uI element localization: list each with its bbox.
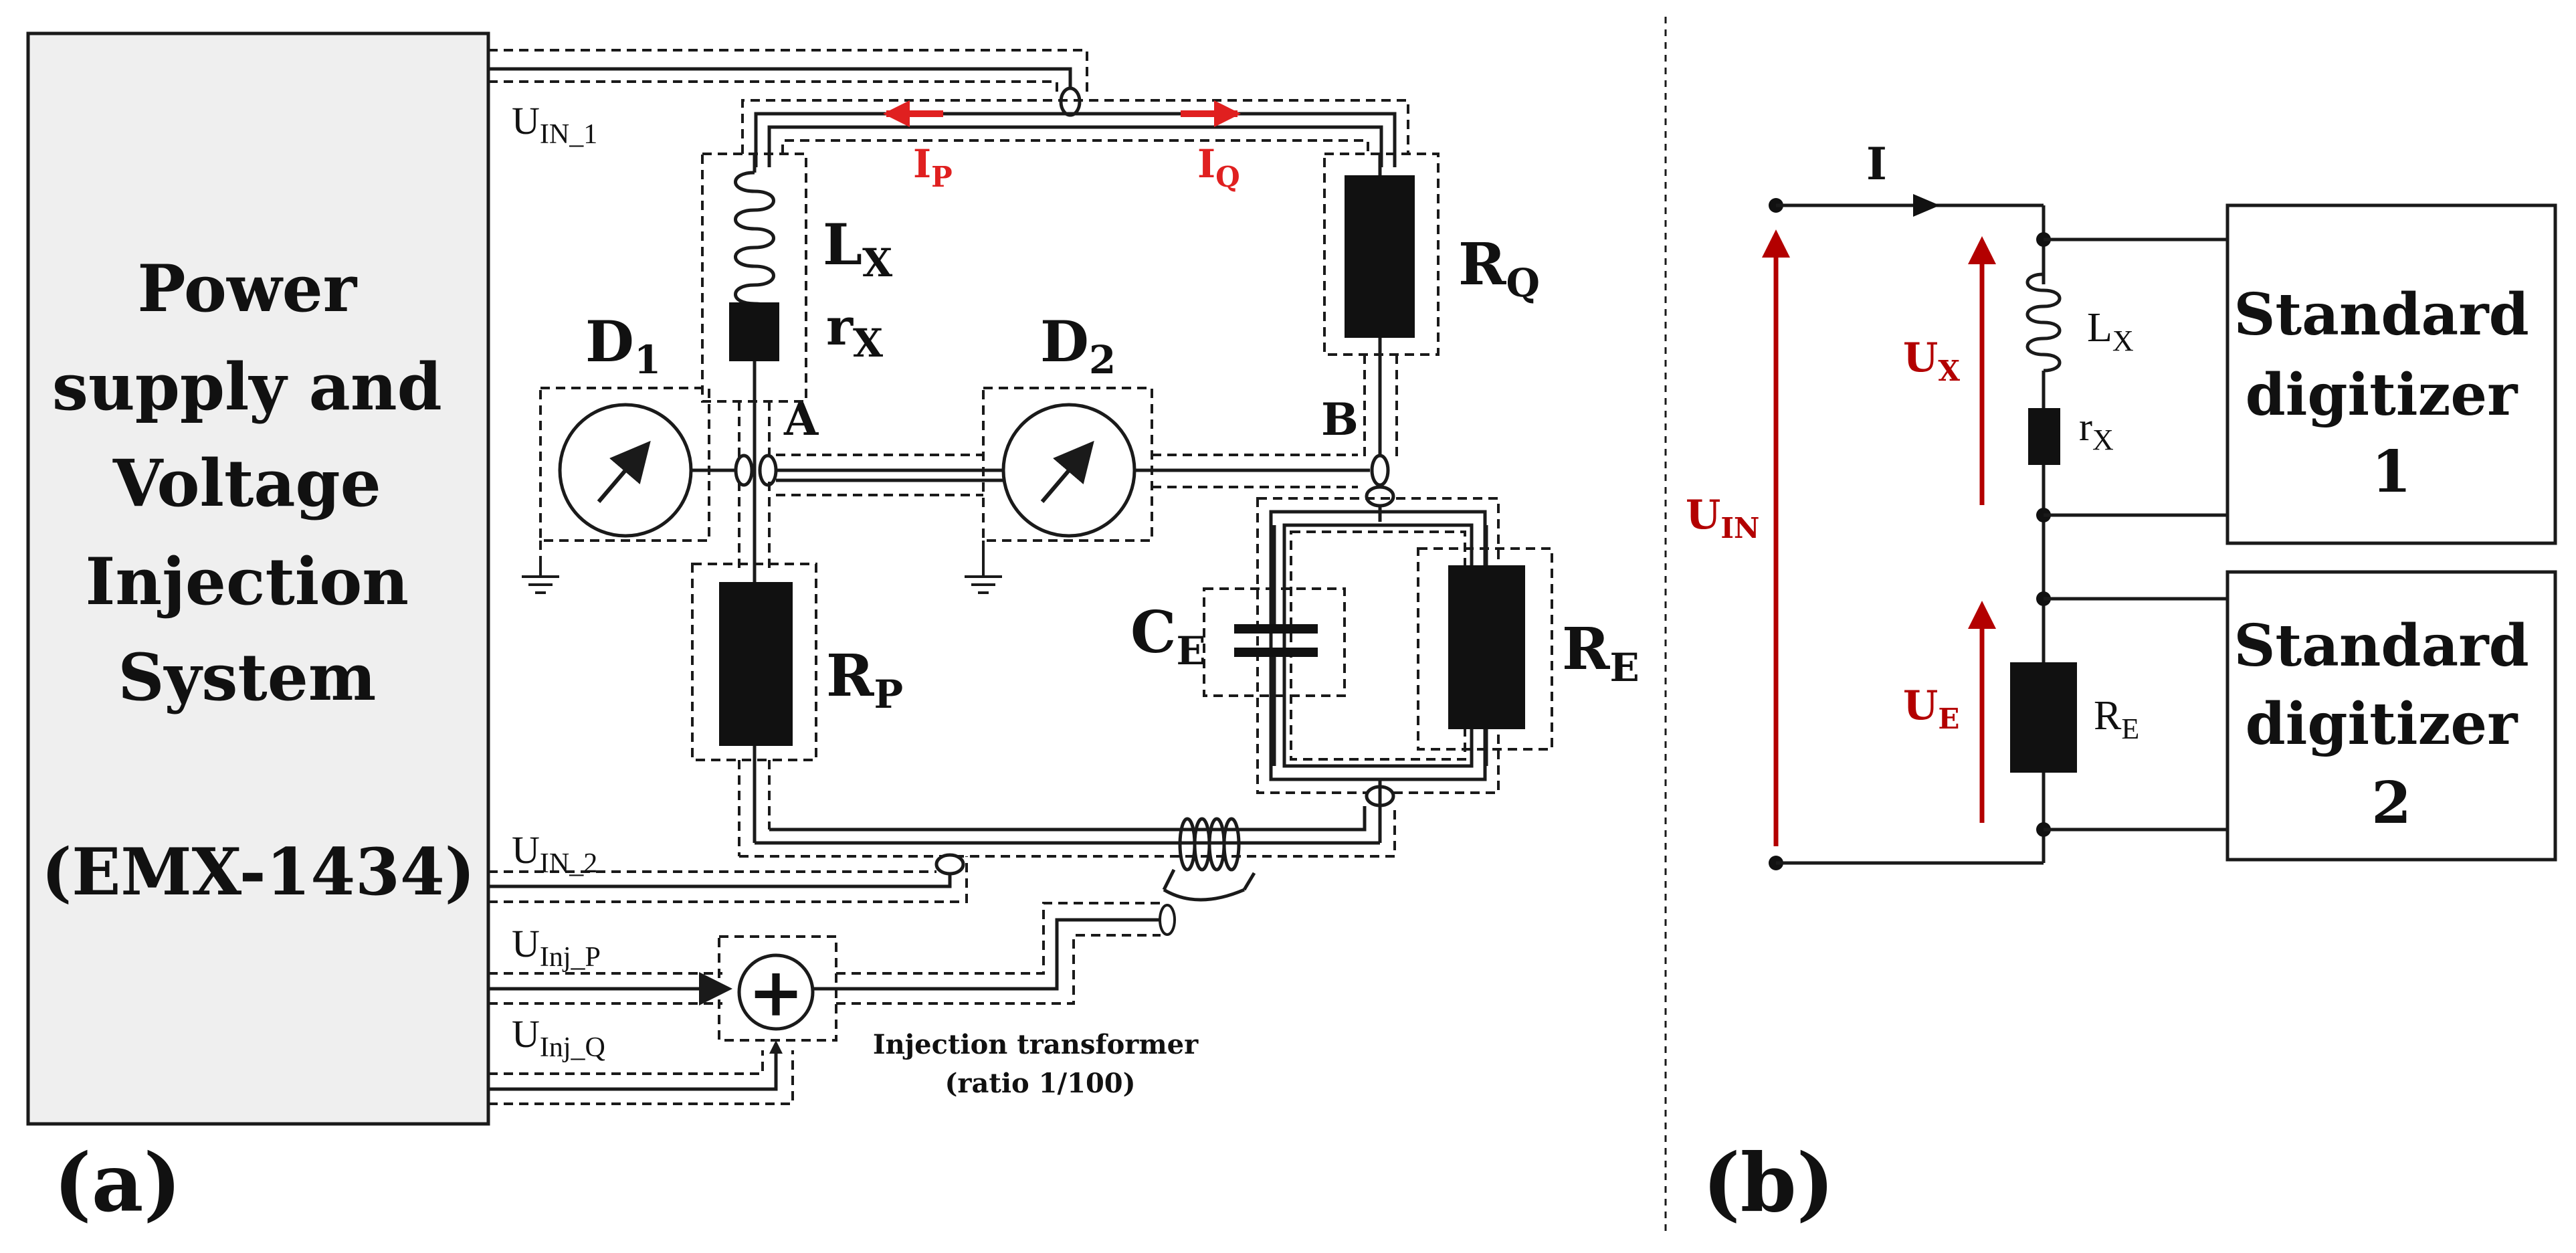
- current-i-label: I: [1866, 138, 1887, 190]
- ce-capacitor-symbol: [1234, 624, 1318, 634]
- injection-cables: [488, 935, 837, 1105]
- ux-label: UX: [1903, 334, 1960, 387]
- node-b-label: B: [1321, 393, 1359, 446]
- inductor-lx-symbol: [734, 171, 775, 324]
- re-resistor-symbol: [1448, 565, 1525, 729]
- power-supply-box: [26, 31, 490, 1126]
- re-b-symbol: [2010, 662, 2077, 773]
- uin2-cable: [488, 853, 968, 903]
- re-b-label: RE: [2094, 693, 2139, 745]
- rx-b-symbol: [2028, 408, 2060, 465]
- current-arrow-i: [1913, 194, 1940, 217]
- top-bus: [741, 99, 1409, 167]
- lx-b-label: LX: [2087, 305, 2134, 357]
- uinjp-label: UInj_P: [512, 922, 601, 973]
- rp-branch: [691, 563, 817, 856]
- power-supply-label: Power supply and Voltage Injection Syste…: [41, 251, 475, 910]
- iq-label: IQ: [1197, 141, 1240, 193]
- ce-label: CE: [1130, 599, 1206, 674]
- node-a: [734, 401, 778, 582]
- d2-label: D2: [1040, 308, 1116, 383]
- digitizer-2-box: [2225, 570, 2557, 862]
- panel-a: Power supply and Voltage Injection Syste…: [26, 31, 1640, 1230]
- uin1-cable: [488, 49, 1088, 117]
- rp-resistor-symbol: [719, 582, 793, 746]
- uin2-label: UIN_2: [512, 828, 597, 879]
- panel-b-label: (b): [1702, 1136, 1834, 1230]
- inductor-lx-b: [2025, 272, 2062, 373]
- lx-rx-branch: [701, 153, 807, 403]
- summing-junction-symbol: +: [748, 953, 804, 1032]
- node-a-label: A: [783, 393, 819, 446]
- rq-resistor-symbol: [1345, 175, 1415, 338]
- summer-to-transformer: [813, 902, 1161, 1005]
- panel-b: I LX rX RE Standard: [1686, 138, 2557, 1230]
- bottom-return: [739, 806, 1396, 936]
- bridge-link: [776, 454, 1003, 496]
- ce-re-network: [1203, 497, 1553, 843]
- uin1-label: UIN_1: [512, 99, 597, 150]
- uinjq-label: UInj_Q: [512, 1012, 605, 1063]
- rx-b-label: rX: [2079, 405, 2114, 456]
- summing-junction: [737, 953, 815, 1031]
- detector-d1: [522, 387, 742, 594]
- rx-resistor-symbol: [729, 302, 779, 361]
- ip-label: IP: [913, 141, 953, 193]
- digitizer-1-box: [2225, 203, 2557, 545]
- d1-label: D1: [585, 308, 661, 383]
- panel-a-label: (a): [54, 1136, 181, 1230]
- rq-label: RQ: [1458, 231, 1540, 306]
- digitizer-2-label: Standard digitizer 2: [2234, 612, 2549, 837]
- transformer-label: Injection transformer (ratio 1/100): [873, 1029, 1207, 1099]
- rp-label: RP: [826, 642, 903, 717]
- rq-branch: [1323, 153, 1440, 468]
- node-b: [1365, 454, 1395, 522]
- re-label: RE: [1562, 615, 1640, 690]
- ue-label: UE: [1903, 682, 1959, 735]
- lx-label: LX: [823, 211, 892, 286]
- uin-label: UIN: [1686, 492, 1759, 545]
- rx-label: rX: [826, 297, 883, 366]
- detector-d2: [965, 387, 1370, 594]
- digitizer-1-label: Standard digitizer 1: [2234, 281, 2549, 506]
